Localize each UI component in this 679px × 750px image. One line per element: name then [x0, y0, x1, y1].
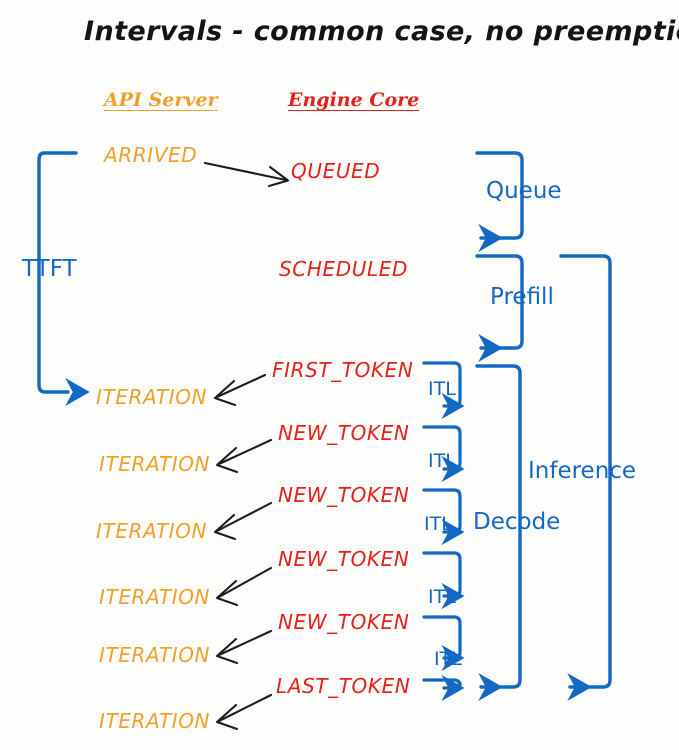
- bracket-itl-5: [422, 615, 465, 672]
- state-iteration-1: ITERATION: [96, 385, 208, 409]
- interval-label-itl-3: ITL: [424, 513, 452, 535]
- arrow-last-token-to-iteration: [215, 693, 273, 731]
- arrow-arrived-to-queued: [203, 161, 290, 188]
- state-new-token-1: NEW_TOKEN: [278, 421, 410, 445]
- bracket-decode: [475, 364, 522, 701]
- interval-label-itl-4: ITL: [428, 586, 456, 608]
- bracket-prefill: [475, 254, 524, 362]
- bracket-ttft: [37, 151, 90, 406]
- bracket-itl-3: [422, 488, 465, 546]
- interval-label-itl-1: ITL: [428, 378, 456, 400]
- bracket-inference: [559, 254, 612, 701]
- interval-label-ttft: TTFT: [22, 256, 77, 282]
- interval-label-itl-5: ITL: [434, 648, 462, 670]
- column-header-api-server: API Server: [104, 89, 218, 111]
- interval-label-inference: Inference: [528, 458, 637, 484]
- arrow-first-token-to-iteration: [213, 373, 267, 407]
- arrow-new-token-to-iteration-3: [215, 566, 273, 607]
- interval-label-prefill: Prefill: [490, 284, 554, 310]
- state-iteration-2: ITERATION: [99, 452, 211, 476]
- arrow-new-token-to-iteration-4: [215, 629, 273, 665]
- arrow-new-token-to-iteration-2: [213, 501, 273, 541]
- bracket-itl-6: [422, 674, 465, 702]
- interval-label-decode: Decode: [473, 509, 561, 535]
- bracket-itl-4: [422, 551, 465, 610]
- state-first-token: FIRST_TOKEN: [272, 358, 414, 382]
- state-queued: QUEUED: [291, 159, 381, 183]
- interval-label-itl-2: ITL: [428, 450, 456, 472]
- state-iteration-3: ITERATION: [96, 519, 208, 543]
- interval-label-queue: Queue: [486, 178, 562, 204]
- arrow-new-token-to-iteration-1: [215, 438, 273, 474]
- state-iteration-4: ITERATION: [99, 585, 211, 609]
- column-header-engine-core: Engine Core: [288, 89, 420, 111]
- state-new-token-2: NEW_TOKEN: [278, 483, 410, 507]
- bracket-queue: [475, 151, 524, 252]
- state-new-token-3: NEW_TOKEN: [278, 547, 410, 571]
- bracket-itl-2: [422, 425, 465, 483]
- state-iteration-6: ITERATION: [99, 709, 211, 733]
- page-title: Intervals - common case, no preemptions: [84, 16, 679, 47]
- state-last-token: LAST_TOKEN: [276, 674, 411, 698]
- state-arrived: ARRIVED: [104, 143, 198, 167]
- state-iteration-5: ITERATION: [99, 643, 211, 667]
- state-new-token-4: NEW_TOKEN: [278, 610, 410, 634]
- state-scheduled: SCHEDULED: [279, 257, 408, 281]
- bracket-itl-1: [422, 361, 465, 420]
